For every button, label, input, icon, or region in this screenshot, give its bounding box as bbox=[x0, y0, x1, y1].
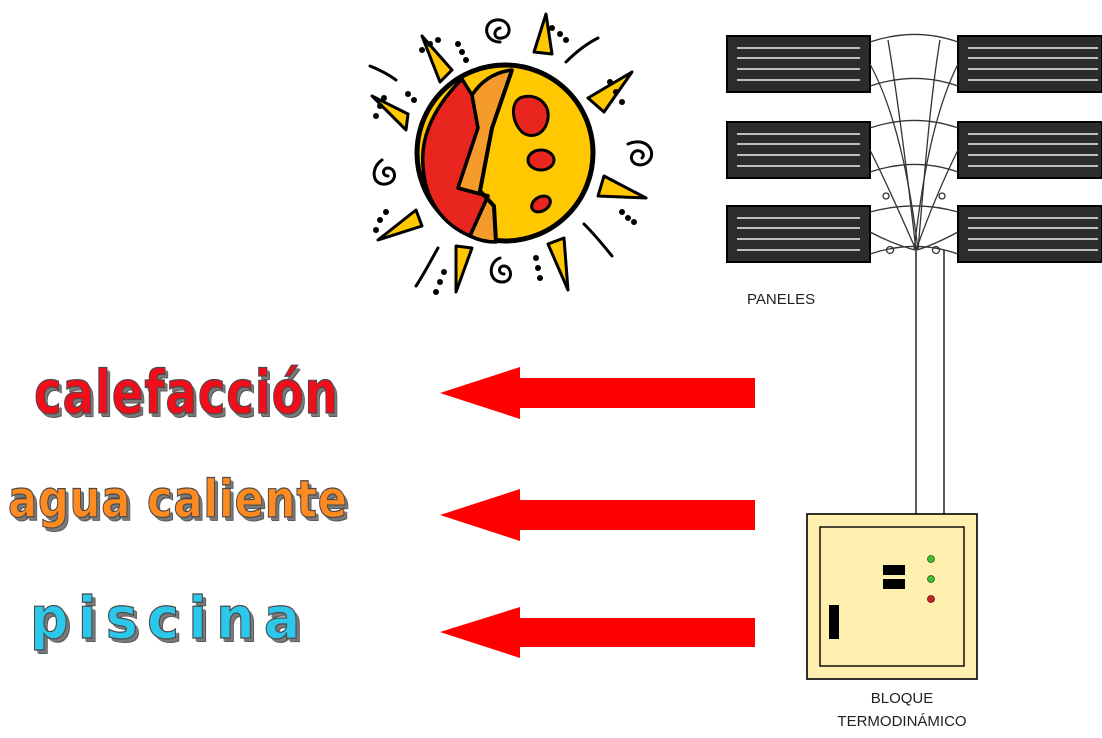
solar-panels bbox=[726, 35, 1102, 263]
solar-panel bbox=[726, 35, 871, 93]
solar-panel bbox=[957, 121, 1102, 179]
status-led-red bbox=[927, 595, 935, 603]
block-caption-line2: TERMODINÁMICO bbox=[837, 713, 967, 730]
thermodynamic-block bbox=[806, 513, 978, 680]
panel-pipes bbox=[869, 33, 959, 515]
left-arrow-icon bbox=[440, 489, 755, 541]
block-caption-line1: BLOQUE bbox=[870, 690, 934, 707]
display-bottom bbox=[883, 579, 905, 589]
status-led-green bbox=[927, 575, 935, 583]
pool-label: piscina bbox=[29, 583, 310, 652]
solar-panel bbox=[726, 121, 871, 179]
block-handle bbox=[829, 605, 839, 639]
left-arrow-icon bbox=[440, 607, 755, 658]
block-caption: BLOQUE TERMODINÁMICO bbox=[830, 687, 974, 733]
solar-panel bbox=[957, 205, 1102, 263]
display-top bbox=[883, 565, 905, 575]
solar-panel bbox=[957, 35, 1102, 93]
hot-water-label: agua caliente bbox=[8, 469, 348, 530]
left-arrow-icon bbox=[440, 367, 755, 419]
solar-panel bbox=[726, 205, 871, 263]
status-led-green bbox=[927, 555, 935, 563]
sun-icon bbox=[368, 12, 654, 295]
panels-caption: PANELES bbox=[747, 291, 816, 308]
heating-label: calefacción bbox=[34, 357, 339, 428]
